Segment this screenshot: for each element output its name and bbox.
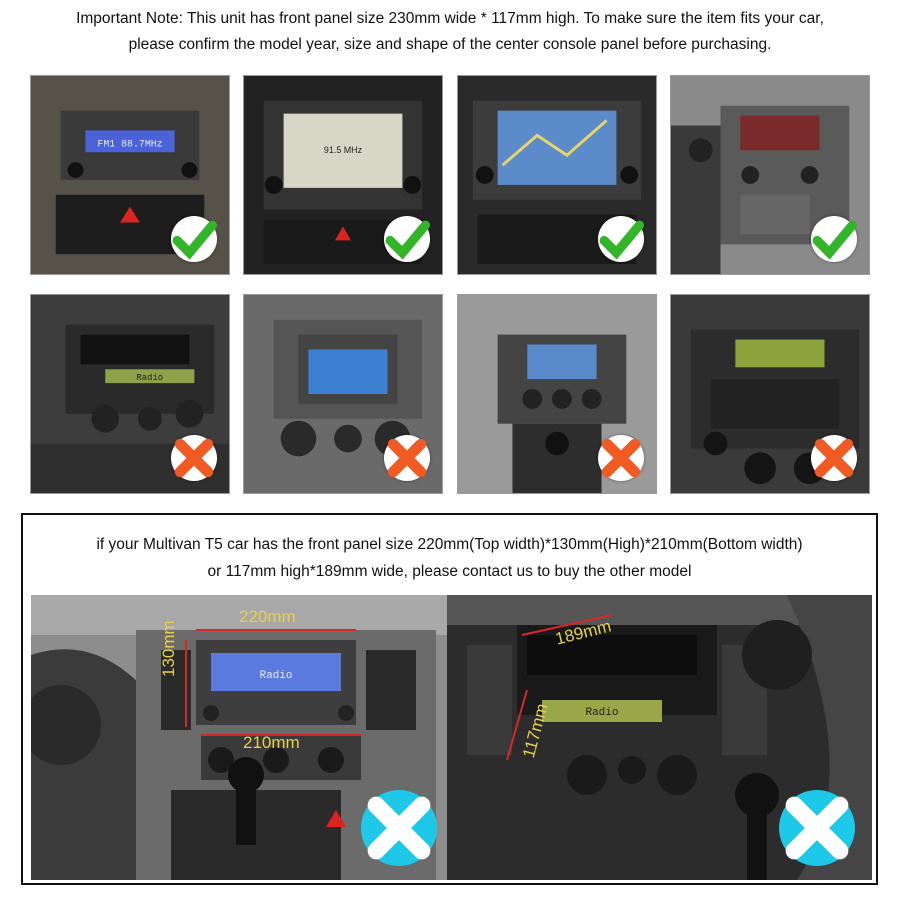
incompatible-photo-1: Radio	[30, 294, 230, 494]
cross-icon	[361, 790, 437, 866]
top-width-label: 220mm	[239, 607, 296, 626]
cross-icon	[811, 435, 857, 481]
compatible-photo-1: FM1 88.7MHz	[30, 75, 230, 275]
bottom-width-label: 210mm	[243, 733, 300, 752]
cross-icon	[171, 435, 217, 481]
compatible-photo-4	[670, 75, 870, 275]
cross-icon	[598, 435, 644, 481]
important-note: Important Note: This unit has front pane…	[0, 6, 900, 58]
compatible-photo-2: 91.5 MHz	[243, 75, 443, 275]
incompatible-photo-4	[670, 294, 870, 494]
cross-icon	[384, 435, 430, 481]
left-dash-photo: Radio 220mm 130mm 210mm	[31, 595, 447, 880]
tile-5-screen: Radio	[136, 373, 163, 383]
panel-line-2: or 117mm high*189mm wide, please contact…	[207, 563, 692, 580]
panel-text: if your Multivan T5 car has the front pa…	[23, 531, 876, 585]
panel-line-1: if your Multivan T5 car has the front pa…	[96, 536, 803, 553]
left-photo-screen: Radio	[259, 670, 292, 682]
right-dash-photo: Radio 189mm 117mm	[447, 595, 872, 880]
check-icon	[598, 216, 644, 262]
right-photo-screen: Radio	[585, 707, 618, 719]
height-label: 130mm	[159, 620, 178, 677]
tile-2-screen: 91.5 MHz	[324, 145, 363, 155]
note-line-1: Important Note: This unit has front pane…	[76, 10, 824, 27]
note-line-2: please confirm the model year, size and …	[128, 36, 772, 53]
check-icon	[384, 216, 430, 262]
incompatible-photo-2	[243, 294, 443, 494]
cross-icon	[779, 790, 855, 866]
incompatible-models-panel: if your Multivan T5 car has the front pa…	[21, 513, 878, 885]
check-icon	[811, 216, 857, 262]
incompatible-photo-3	[457, 294, 657, 494]
check-icon	[171, 216, 217, 262]
tile-1-screen: FM1 88.7MHz	[97, 138, 162, 149]
compatible-photo-3	[457, 75, 657, 275]
